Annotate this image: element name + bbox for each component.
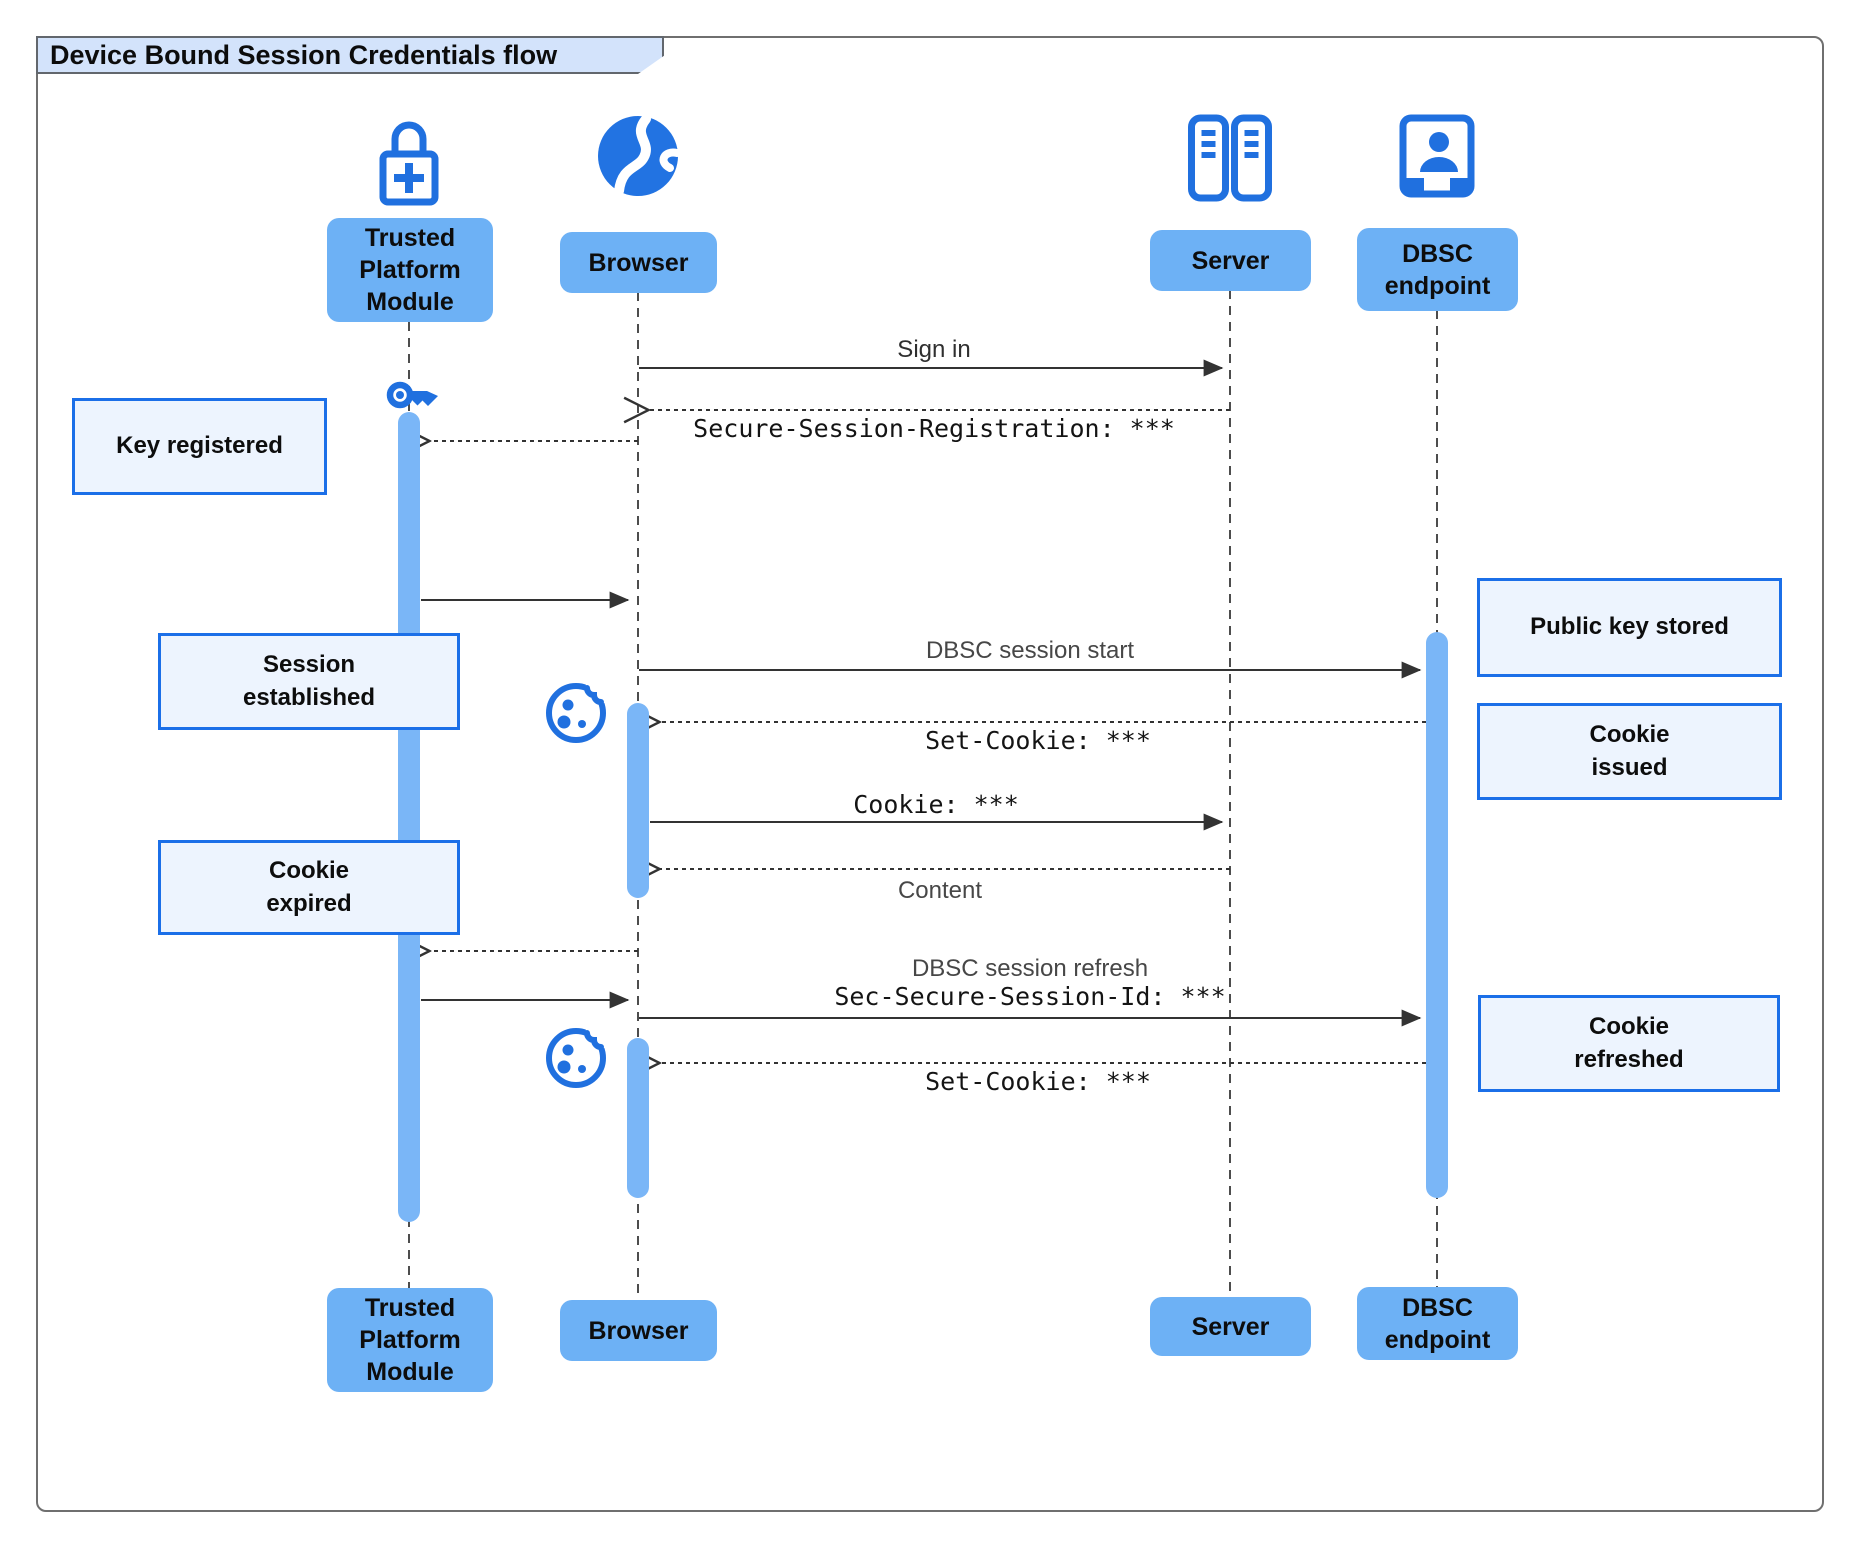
- server-icon: [1188, 114, 1272, 202]
- activation-browser-1: [627, 703, 649, 898]
- actor-top-server: Server: [1150, 230, 1311, 291]
- diagram-title: Device Bound Session Credentials flow: [36, 36, 664, 74]
- label-sign-in: Sign in: [897, 336, 971, 363]
- note-public-key-stored: Public key stored: [1477, 578, 1782, 677]
- activation-dbsc: [1426, 632, 1448, 1198]
- actor-top-browser: Browser: [560, 232, 717, 293]
- label-sec-secure-session-id: Sec-Secure-Session-Id: ***: [834, 982, 1226, 1011]
- activation-tpm: [398, 412, 420, 1222]
- label-secure-session-registration: Secure-Session-Registration: ***: [693, 414, 1175, 443]
- endpoint-badge-icon: [1399, 114, 1475, 198]
- actor-top-dbsc: DBSC endpoint: [1357, 228, 1518, 311]
- cookie-icon-2: [544, 1023, 610, 1089]
- actor-bottom-browser: Browser: [560, 1300, 717, 1361]
- note-cookie-expired: Cookie expired: [158, 840, 460, 935]
- key-icon: [386, 372, 444, 418]
- note-session-established: Session established: [158, 633, 460, 730]
- label-dbsc-session-start: DBSC session start: [925, 637, 1135, 664]
- label-content: Content: [897, 877, 983, 904]
- actor-top-tpm: Trusted Platform Module: [327, 218, 493, 322]
- note-cookie-issued: Cookie issued: [1477, 703, 1782, 800]
- actor-bottom-server: Server: [1150, 1297, 1311, 1356]
- globe-icon: [594, 112, 682, 200]
- label-cookie: Cookie: ***: [853, 790, 1019, 819]
- lock-plus-icon: [377, 112, 441, 208]
- activation-browser-2: [627, 1038, 649, 1198]
- label-set-cookie-2: Set-Cookie: ***: [925, 1067, 1151, 1096]
- note-cookie-refreshed: Cookie refreshed: [1478, 995, 1780, 1092]
- cookie-icon-1: [544, 678, 610, 744]
- actor-bottom-tpm: Trusted Platform Module: [327, 1288, 493, 1392]
- note-key-registered: Key registered: [72, 398, 327, 495]
- actor-bottom-dbsc: DBSC endpoint: [1357, 1287, 1518, 1360]
- label-set-cookie-1: Set-Cookie: ***: [925, 726, 1151, 755]
- label-dbsc-session-refresh: DBSC session refresh: [911, 955, 1149, 982]
